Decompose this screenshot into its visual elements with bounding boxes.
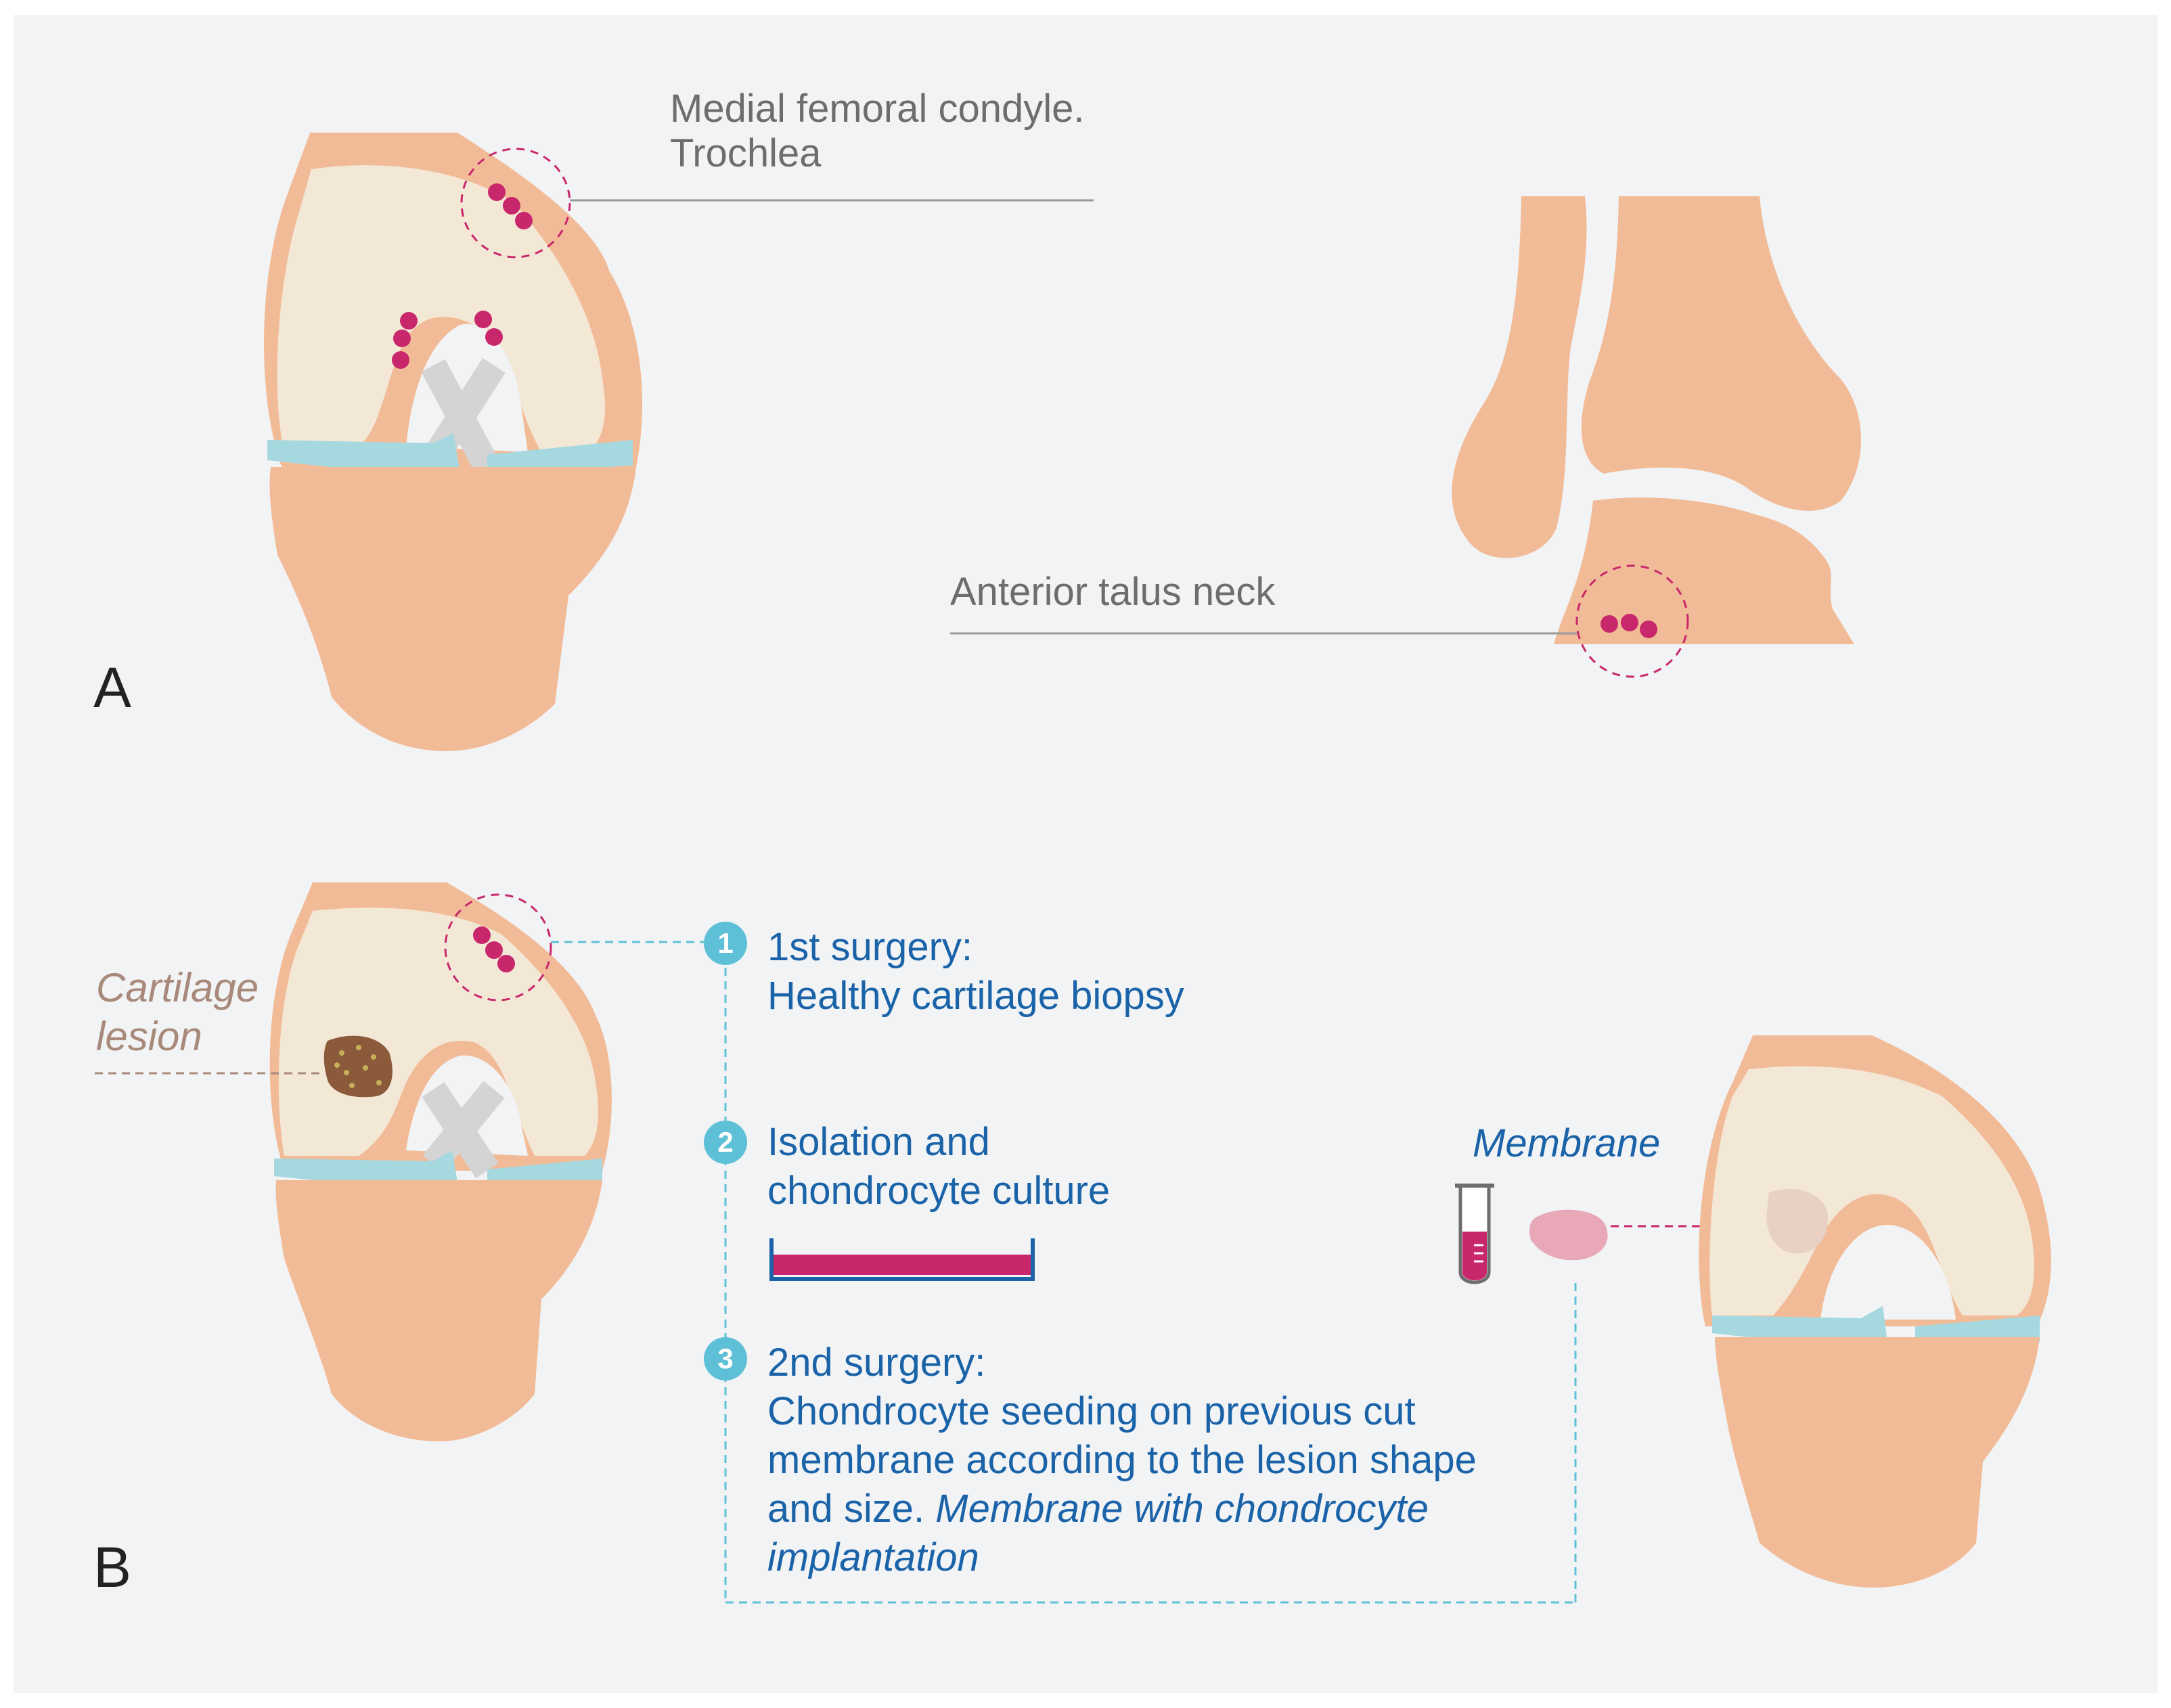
workflow-connector bbox=[551, 941, 1577, 1604]
panel-label-a: A bbox=[93, 656, 132, 719]
step-3-line1: 2nd surgery: bbox=[767, 1341, 986, 1385]
biopsy-site-circle-talus bbox=[1575, 564, 1689, 678]
femoral-label: Medial femoral condyle. Trochlea bbox=[670, 87, 1085, 176]
membrane-patch-icon bbox=[1529, 1209, 1608, 1261]
step-2-line1: Isolation and bbox=[767, 1120, 990, 1164]
step-3-line4-plain: and size. bbox=[767, 1487, 936, 1531]
lesion-label-line1: Cartilage bbox=[96, 965, 259, 1010]
talus-bone bbox=[1554, 497, 1854, 644]
step-3-line5: implantation bbox=[767, 1535, 979, 1579]
step-3-line3: membrane according to the lesion shape bbox=[767, 1438, 1477, 1482]
step-1-badge: 1 bbox=[704, 922, 747, 965]
biopsy-dots-b-icon bbox=[473, 926, 515, 972]
step-3-text: 2nd surgery: Chondrocyte seeding on prev… bbox=[767, 1339, 1477, 1582]
step-2-line2: chondrocyte culture bbox=[767, 1169, 1111, 1213]
membrane-label: Membrane bbox=[1473, 1121, 1661, 1165]
step-1-line2: Healthy cartilage biopsy bbox=[767, 974, 1184, 1018]
step-3-line4: and size. Membrane with chondrocyte bbox=[767, 1485, 1477, 1533]
test-tube-icon bbox=[1455, 1184, 1494, 1284]
femur-cartilage bbox=[277, 165, 605, 452]
femoral-label-line1: Medial femoral condyle. bbox=[670, 87, 1085, 131]
tibia-ankle-bone bbox=[1581, 196, 1861, 511]
fibula-bone bbox=[1452, 196, 1587, 558]
lesion-patch-icon bbox=[323, 1035, 393, 1098]
biopsy-site-circle-b bbox=[444, 893, 552, 1002]
biopsy-site-circle-a bbox=[460, 148, 571, 259]
meniscus-left bbox=[267, 433, 460, 474]
culture-dish-icon bbox=[769, 1238, 1035, 1281]
femoral-label-line2: Trochlea bbox=[670, 131, 822, 175]
step-3-line4-italic: Membrane with chondrocyte bbox=[935, 1487, 1429, 1531]
step-2-badge: 2 bbox=[704, 1121, 747, 1164]
knee-illustration-b-right bbox=[1699, 1035, 2051, 1588]
step-1-line1: 1st surgery: bbox=[767, 925, 972, 969]
biopsy-dots-talus-icon bbox=[1601, 614, 1657, 638]
lesion-label-line2: lesion bbox=[96, 1014, 202, 1059]
step-3-badge: 3 bbox=[704, 1337, 747, 1380]
step-1-text: 1st surgery: Healthy cartilage biopsy bbox=[767, 923, 1184, 1020]
membrane-implant bbox=[1766, 1189, 1828, 1254]
biopsy-dots-icon bbox=[392, 183, 533, 369]
meniscus-right bbox=[487, 440, 633, 474]
lesion-label: Cartilage lesion bbox=[96, 964, 259, 1061]
panel-label-b: B bbox=[93, 1535, 132, 1599]
ankle-illustration bbox=[1452, 196, 1861, 644]
knee-illustration-b-left bbox=[269, 882, 612, 1441]
tibia-bone bbox=[269, 467, 637, 751]
talus-label: Anterior talus neck bbox=[950, 570, 1276, 614]
knee-illustration-a bbox=[264, 133, 643, 751]
step-2-text: Isolation and chondrocyte culture bbox=[767, 1118, 1110, 1215]
step-3-line2: Chondrocyte seeding on previous cut bbox=[767, 1389, 1416, 1433]
